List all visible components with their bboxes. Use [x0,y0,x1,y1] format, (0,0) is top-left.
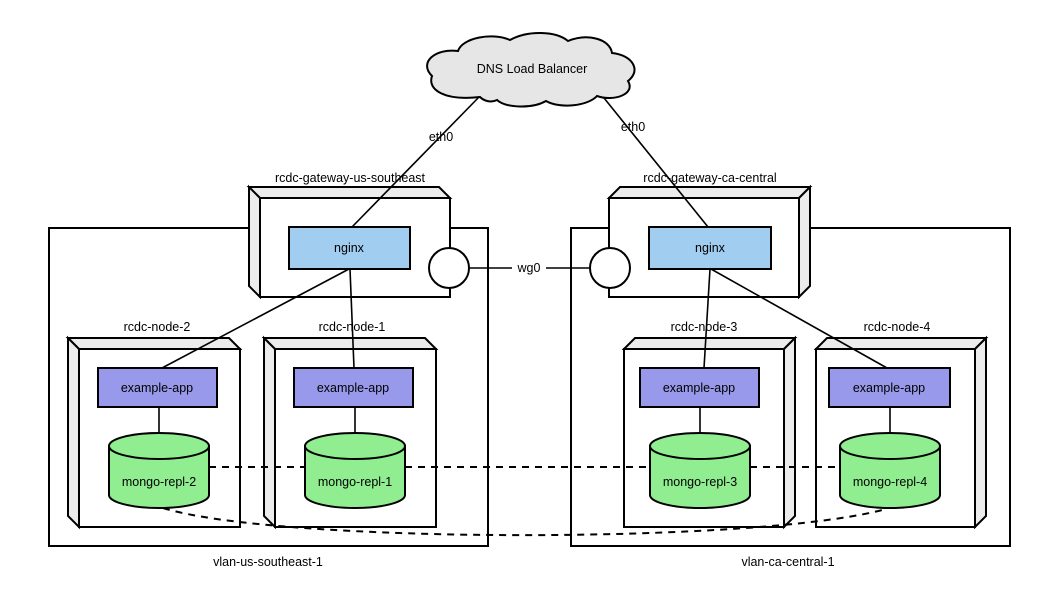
vlan-ca-central-label: vlan-ca-central-1 [741,555,834,569]
mongo-repl-2-cylinder: mongo-repl-2 [108,432,210,509]
node-4-app-label: example-app [853,381,925,395]
node-2-app-box: example-app [97,367,218,408]
edge-nginx-left-to-node1-app [349,268,355,369]
edge-replica-2-to-4-curve [162,507,887,537]
node-3-label: rcdc-node-3 [671,320,738,334]
mongo-repl-4-cylinder: mongo-repl-4 [839,432,941,509]
node-2-app-label: example-app [121,381,193,395]
gateway-ca-central-label: rcdc-gateway-ca-central [643,171,776,185]
wg0-label-group: wg0 [512,258,546,276]
edge-cloud-to-nginx-right [599,92,709,228]
node-3-app-box: example-app [639,367,760,408]
edge-nginx-right-to-node4-app [710,268,888,369]
node-1-app-box: example-app [293,367,414,408]
gateway-us-southeast-label: rcdc-gateway-us-southeast [275,171,426,185]
node-1-app-label: example-app [317,381,389,395]
wg0-label: wg0 [517,261,541,275]
eth0-left-label: eth0 [429,130,453,144]
vlan-us-southeast-label: vlan-us-southeast-1 [213,555,323,569]
nginx-right-label: nginx [695,241,726,255]
eth0-right-label: eth0 [621,120,645,134]
cloud-label: DNS Load Balancer [477,62,587,76]
mongo-repl-4-label: mongo-repl-4 [853,475,927,489]
node-1-label: rcdc-node-1 [319,320,386,334]
wg-peer-circle-right [589,247,631,289]
nginx-left-box: nginx [288,226,411,270]
node-2-label: rcdc-node-2 [124,320,191,334]
mongo-repl-3-label: mongo-repl-3 [663,475,737,489]
dns-load-balancer-cloud: DNS Load Balancer [426,32,636,108]
nginx-left-label: nginx [334,241,365,255]
edge-nginx-left-to-node2-app [161,268,350,369]
mongo-repl-1-label: mongo-repl-1 [318,475,392,489]
node-4-label: rcdc-node-4 [864,320,931,334]
edge-cloud-to-nginx-left [351,95,481,228]
nginx-right-box: nginx [648,226,772,270]
node-4-app-box: example-app [828,367,951,408]
mongo-repl-2-label: mongo-repl-2 [122,475,196,489]
mongo-repl-3-cylinder: mongo-repl-3 [649,432,751,509]
node-3-app-label: example-app [663,381,735,395]
wg0-label-bg [512,258,546,276]
wg-peer-circle-left [428,247,470,289]
edge-nginx-right-to-node3-app [703,268,711,369]
mongo-repl-1-cylinder: mongo-repl-1 [304,432,406,509]
